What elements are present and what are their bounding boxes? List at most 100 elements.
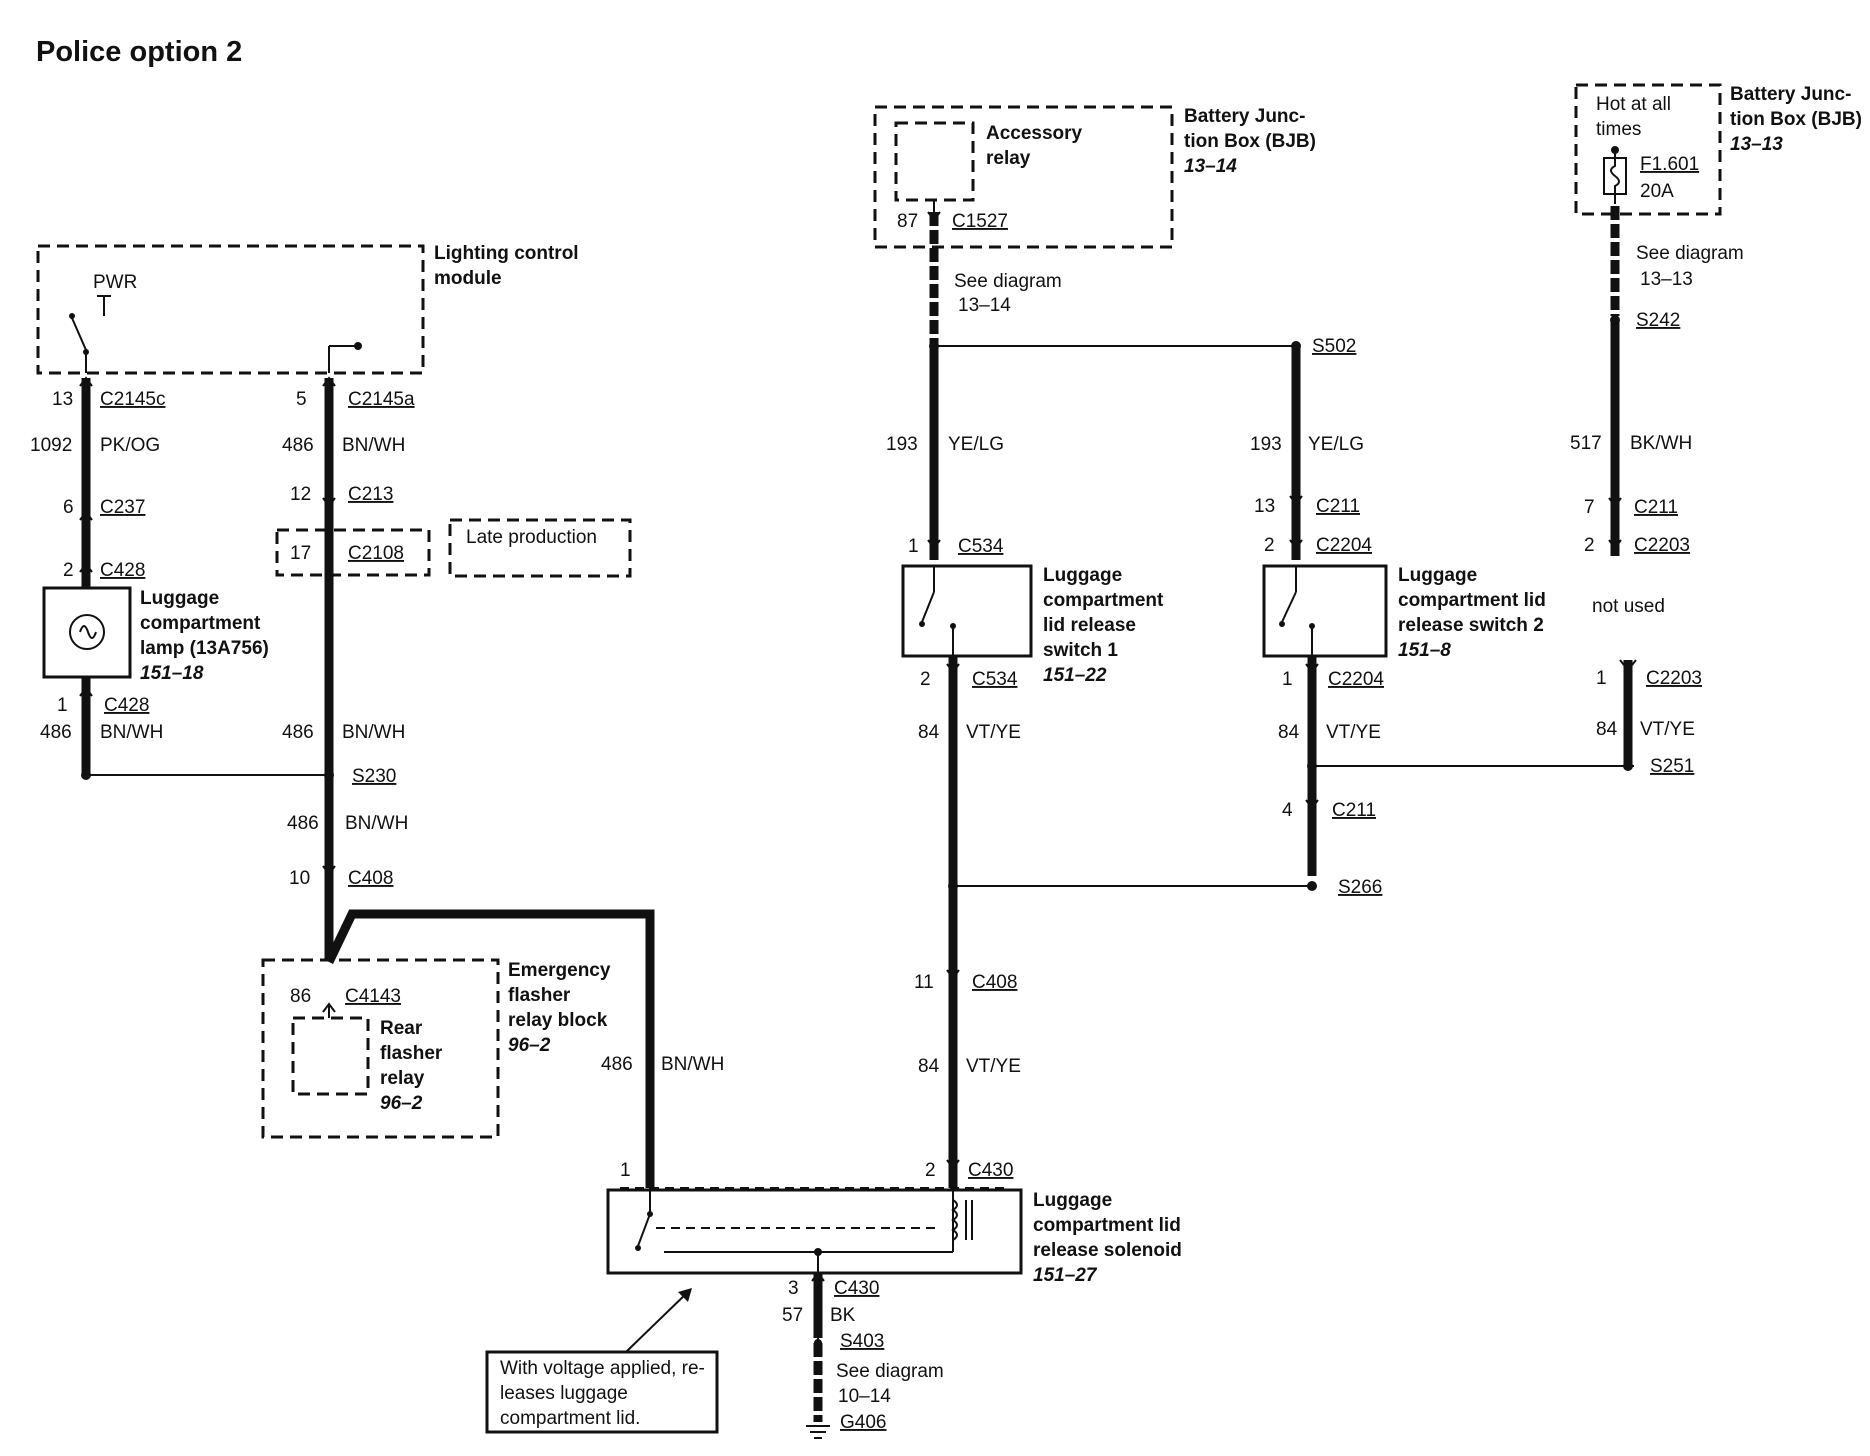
pin-11: 11 bbox=[914, 972, 934, 993]
connector-c4143: C4143 bbox=[345, 986, 401, 1007]
bjb2-label-line1: Battery Junc- bbox=[1730, 84, 1851, 105]
switch1-label-line2: compartment bbox=[1043, 590, 1164, 611]
wire-color-bk-wh: BK/WH bbox=[1630, 433, 1692, 454]
circuit-486-solenoid: 486 BN/WH 1 bbox=[324, 909, 724, 1188]
pin-13-c211: 13 bbox=[1254, 496, 1275, 517]
solenoid-ref: 151–27 bbox=[1033, 1265, 1098, 1286]
fuse-f1601: F1.601 bbox=[1640, 154, 1699, 175]
connector-c2108: C2108 bbox=[348, 543, 404, 564]
wire-number-193-b: 193 bbox=[1250, 434, 1282, 455]
wire-color-ye-lg-a: YE/LG bbox=[948, 434, 1004, 455]
circuit-193-center: See diagram 13–14 193 YE/LG 1 C534 bbox=[886, 211, 1296, 560]
rear-flasher-relay-line2: flasher bbox=[380, 1043, 443, 1064]
wire-color-vt-ye-d: VT/YE bbox=[1640, 719, 1695, 740]
wire-color-bn-wh-d: BN/WH bbox=[661, 1054, 724, 1075]
pin-17: 17 bbox=[290, 543, 311, 564]
pin-10: 10 bbox=[289, 868, 310, 889]
lamp-label-line2: compartment bbox=[140, 613, 261, 634]
bjb-fuse-box: Hot at all times F1.601 20A Battery Junc… bbox=[1574, 83, 1862, 216]
splice-s230: S230 bbox=[352, 766, 396, 787]
wire-color-pk-og: PK/OG bbox=[100, 435, 160, 456]
diagram-title: Police option 2 bbox=[36, 36, 242, 68]
accessory-relay-line2: relay bbox=[986, 148, 1031, 169]
connector-c408-right: C408 bbox=[972, 972, 1017, 993]
rear-flasher-relay-ref: 96–2 bbox=[380, 1093, 423, 1114]
circuit-486: 5 C2145a 486 BN/WH 12 C213 17 C2108 Late… bbox=[275, 376, 632, 960]
ground-icon bbox=[806, 1425, 830, 1439]
wire-number-84-b: 84 bbox=[918, 1056, 940, 1077]
wire-number-517: 517 bbox=[1570, 433, 1602, 454]
lid-release-solenoid: Luggage compartment lid release solenoid… bbox=[606, 1187, 1182, 1286]
see-diagram-1314-line1: See diagram bbox=[954, 271, 1062, 292]
bjb1-ref: 13–14 bbox=[1184, 156, 1237, 177]
switch1-pin-2: 2 bbox=[920, 669, 931, 690]
wire-number-486-c: 486 bbox=[287, 813, 319, 834]
lamp-label-line1: Luggage bbox=[140, 588, 219, 609]
circuit-57-ground: 3 C430 57 BK S403 See diagram 10–14 G406 bbox=[782, 1252, 944, 1439]
bjb1-label-line2: tion Box (BJB) bbox=[1184, 131, 1316, 152]
connector-c534-top: C534 bbox=[958, 536, 1004, 557]
see-diagram-1313-line2: 13–13 bbox=[1640, 269, 1693, 290]
lighting-control-module: Lighting control module PWR bbox=[36, 243, 579, 375]
bjb-accessory-relay: Accessory relay 87 C1527 Battery Junc- t… bbox=[873, 105, 1316, 249]
connector-c237: C237 bbox=[100, 497, 145, 518]
pin-1-c2203: 1 bbox=[1596, 668, 1607, 689]
switch1-label-line1: Luggage bbox=[1043, 565, 1122, 586]
switch1-label-line4: switch 1 bbox=[1043, 640, 1118, 661]
splice-s403: S403 bbox=[840, 1331, 884, 1352]
see-diagram-1314-line2: 13–14 bbox=[958, 295, 1011, 316]
connector-c430-bot: C430 bbox=[834, 1278, 879, 1299]
circuit-84-center: 2 C534 84 VT/YE 11 C408 84 VT/YE 2 C430 bbox=[914, 656, 1312, 1188]
solenoid-pin-2: 2 bbox=[925, 1160, 936, 1181]
solenoid-coil-icon bbox=[951, 1199, 958, 1241]
pin-1: 1 bbox=[57, 695, 68, 716]
pin-7: 7 bbox=[1584, 497, 1595, 518]
solenoid-note: With voltage applied, re- leases luggage… bbox=[485, 1288, 719, 1434]
note-line1: With voltage applied, re- bbox=[500, 1358, 705, 1379]
wire-number-1092: 1092 bbox=[30, 435, 72, 456]
lcm-label-line1: Lighting control bbox=[434, 243, 579, 264]
connector-c211-bot: C211 bbox=[1332, 800, 1376, 821]
connector-c428-bot: C428 bbox=[104, 695, 149, 716]
see-diagram-1014-line1: See diagram bbox=[836, 1361, 944, 1382]
wire-number-84-d: 84 bbox=[1596, 719, 1618, 740]
circuit-193-switch2: S502 193 YE/LG 13 C211 2 C2204 bbox=[1250, 336, 1372, 560]
fuse-20a: 20A bbox=[1640, 181, 1674, 202]
splice-s502: S502 bbox=[1312, 336, 1356, 357]
solenoid-label-line1: Luggage bbox=[1033, 1190, 1112, 1211]
rear-flasher-relay-line1: Rear bbox=[380, 1018, 423, 1039]
connector-c408-left: C408 bbox=[348, 868, 393, 889]
connector-c213: C213 bbox=[348, 484, 393, 505]
pin-2: 2 bbox=[63, 560, 74, 581]
connector-c2145a: C2145a bbox=[348, 389, 415, 410]
see-diagram-1313-line1: See diagram bbox=[1636, 243, 1744, 264]
solenoid-label-line2: compartment lid bbox=[1033, 1215, 1181, 1236]
connector-c2204-bot: C2204 bbox=[1328, 669, 1384, 690]
switch2-ref: 151–8 bbox=[1398, 640, 1451, 661]
switch1-pin-1: 1 bbox=[908, 536, 919, 557]
bjb2-label-line2: tion Box (BJB) bbox=[1730, 109, 1862, 130]
pin-2-c2203: 2 bbox=[1584, 535, 1595, 556]
pin-87: 87 bbox=[897, 211, 918, 232]
emergency-flasher-relay-block: 86 C4143 Rear flasher relay 96–2 Emergen… bbox=[261, 958, 611, 1139]
wire-color-bk: BK bbox=[830, 1305, 856, 1326]
lamp-filament-icon bbox=[79, 625, 97, 639]
lid-release-switch-1: Luggage compartment lid release switch 1… bbox=[901, 564, 1164, 686]
flasher-block-label-line3: relay block bbox=[508, 1010, 608, 1031]
connector-c2203-bot: C2203 bbox=[1646, 668, 1702, 689]
wire-number-486: 486 bbox=[40, 722, 72, 743]
arrow-icon bbox=[678, 1288, 692, 1302]
pin-4: 4 bbox=[1282, 800, 1293, 821]
pin-13: 13 bbox=[52, 389, 73, 410]
accessory-relay-line1: Accessory bbox=[986, 123, 1083, 144]
ground-g406: G406 bbox=[840, 1412, 886, 1433]
note-line3: compartment lid. bbox=[500, 1408, 640, 1429]
solenoid-pin-1: 1 bbox=[620, 1160, 631, 1181]
wire-color-vt-ye-a: VT/YE bbox=[966, 722, 1021, 743]
bjb2-ref: 13–13 bbox=[1730, 134, 1783, 155]
wire-number-193-a: 193 bbox=[886, 434, 918, 455]
connector-c2204-top: C2204 bbox=[1316, 535, 1372, 556]
late-production-label: Late production bbox=[466, 527, 597, 548]
lid-release-switch-2: Luggage compartment lid release switch 2… bbox=[1262, 564, 1546, 661]
